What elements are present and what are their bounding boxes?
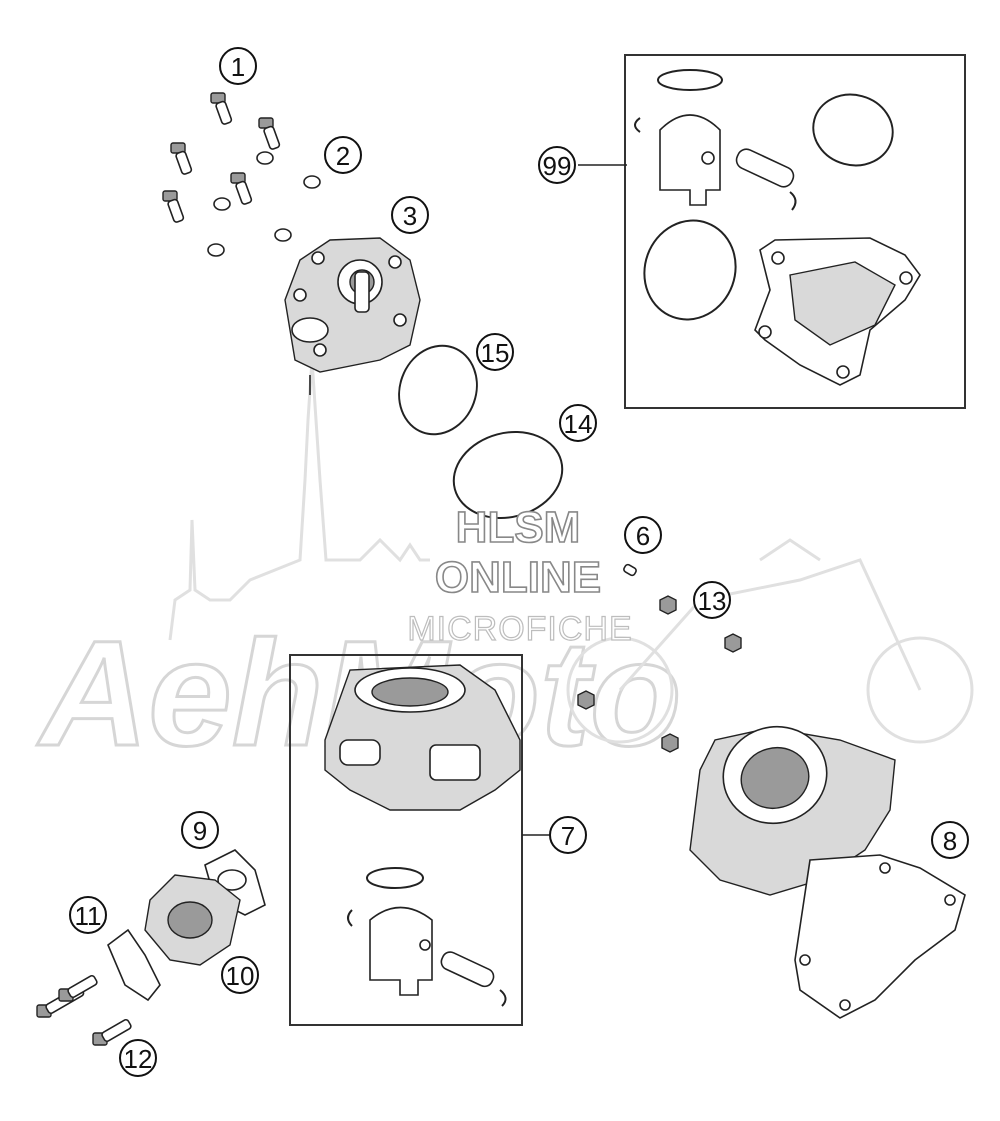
callout-8: 8 <box>931 821 969 859</box>
callout-circle <box>181 811 219 849</box>
watermark-wheel-rear <box>566 636 674 744</box>
watermark-skyline <box>168 359 430 641</box>
watermark-line-3: MICROFICHE <box>407 610 632 648</box>
callout-circle <box>538 146 576 184</box>
callout-label: 8 <box>943 826 957 856</box>
callout-label: 11 <box>75 901 102 931</box>
callout-circle <box>693 581 731 619</box>
callout-label: 99 <box>543 151 572 181</box>
callout-2: 2 <box>324 136 362 174</box>
callout-label: 7 <box>561 821 575 851</box>
callout-10: 10 <box>221 956 259 994</box>
callout-circle <box>69 896 107 934</box>
callout-label: 15 <box>481 338 510 368</box>
callout-99: 99 <box>538 146 576 184</box>
intake-flange-parts <box>36 849 266 1046</box>
callout-13: 13 <box>693 581 731 619</box>
callout-label: 1 <box>231 52 245 82</box>
callout-6: 6 <box>624 516 662 554</box>
callout-circle <box>624 516 662 554</box>
watermark-wheel-front <box>866 636 974 744</box>
callout-label: 9 <box>193 816 207 846</box>
callout-circle <box>549 816 587 854</box>
callout-label: 2 <box>336 141 350 171</box>
callout-circle <box>931 821 969 859</box>
callout-circle <box>324 136 362 174</box>
callout-12: 12 <box>119 1039 157 1077</box>
callout-circle <box>221 956 259 994</box>
callout-7: 7 <box>549 816 587 854</box>
callout-circle <box>559 404 597 442</box>
callout-label: 13 <box>698 586 727 616</box>
callout-label: 14 <box>564 409 593 439</box>
head-washers <box>207 151 321 257</box>
callout-3: 3 <box>391 196 429 234</box>
cylinder-head <box>284 237 421 373</box>
cylinder-o-ring <box>452 431 564 519</box>
callout-label: 6 <box>636 521 650 551</box>
callout-1: 1 <box>219 47 257 85</box>
reed-plate <box>107 928 161 1002</box>
callout-circle <box>119 1039 157 1077</box>
head-o-ring <box>398 344 478 436</box>
callout-label: 3 <box>403 201 417 231</box>
cylinder-assembly <box>324 664 521 1007</box>
head-bolts <box>162 92 281 223</box>
callout-15: 15 <box>476 333 514 371</box>
cylinder-nuts <box>577 595 742 753</box>
kit-contents <box>634 69 921 386</box>
callout-circle <box>476 333 514 371</box>
cylinder-kit-frame <box>289 654 523 1026</box>
watermark-line-1: HLSM <box>456 503 581 552</box>
cylinder-and-gasket <box>689 725 966 1019</box>
watermark-line-2: ONLINE <box>435 553 601 602</box>
callout-label: 10 <box>226 961 255 991</box>
callout-14: 14 <box>559 404 597 442</box>
dowel-pin <box>623 563 637 577</box>
callout-circle <box>219 47 257 85</box>
callout-label: 12 <box>124 1044 153 1074</box>
callout-11: 11 <box>69 896 107 934</box>
watermark-bike-frame <box>618 538 922 691</box>
kit-frame <box>624 54 966 409</box>
callout-circle <box>391 196 429 234</box>
watermark-text: HLSM ONLINE MICROFICHE <box>407 502 633 648</box>
callout-9: 9 <box>181 811 219 849</box>
